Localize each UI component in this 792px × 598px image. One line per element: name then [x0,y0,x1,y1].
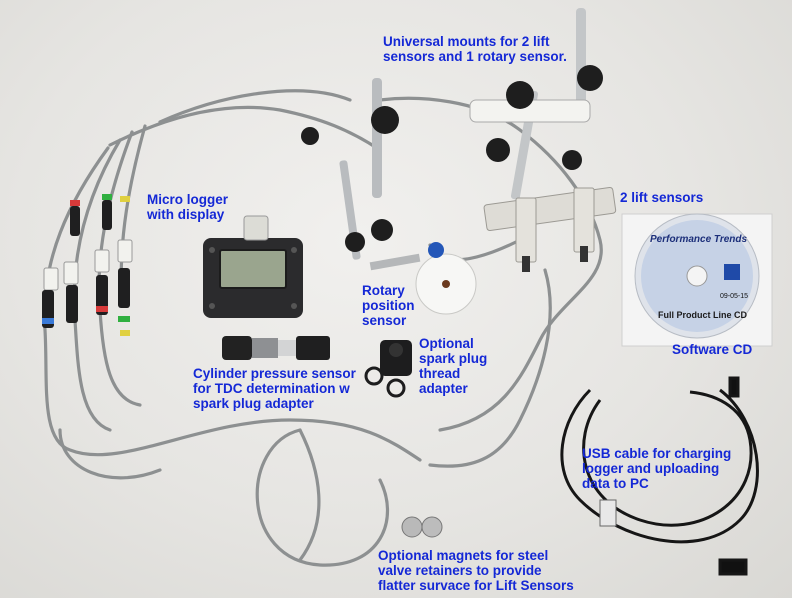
micro-logger [203,215,303,318]
caption-rotary-sensor: Rotary position sensor [362,283,415,328]
cable-connectors [42,194,133,336]
caption-spark-adapter: Optional spark plug thread adapter [419,336,488,396]
caption-universal-mounts: Universal mounts for 2 lift sensors and … [383,34,567,64]
caption-usb-cable: USB cable for charging logger and upload… [582,446,732,491]
caption-software-cd: Software CD [672,342,753,357]
cylinder-pressure-sensor [222,336,330,360]
cd-label-title: Performance Trends [650,234,748,245]
lift-sensors [483,186,617,272]
universal-mounts [301,8,603,260]
rotary-sensor [369,242,477,315]
usb-cable [560,376,759,576]
cd-label-date: 09-05-15 [720,293,748,300]
caption-micro-logger: Micro logger with display [147,192,229,222]
cd-label-line: Full Product Line CD [658,310,747,320]
caption-cylinder-sensor: Cylinder pressure sensor for TDC determi… [193,366,356,411]
spark-plug-adapter [364,340,412,398]
caption-magnets: Optional magnets for steel valve retaine… [378,548,574,593]
caption-lift-sensors: 2 lift sensors [620,190,704,205]
software-cd: Performance Trends 09-05-15 Full Product… [621,213,773,347]
magnets [401,516,443,538]
